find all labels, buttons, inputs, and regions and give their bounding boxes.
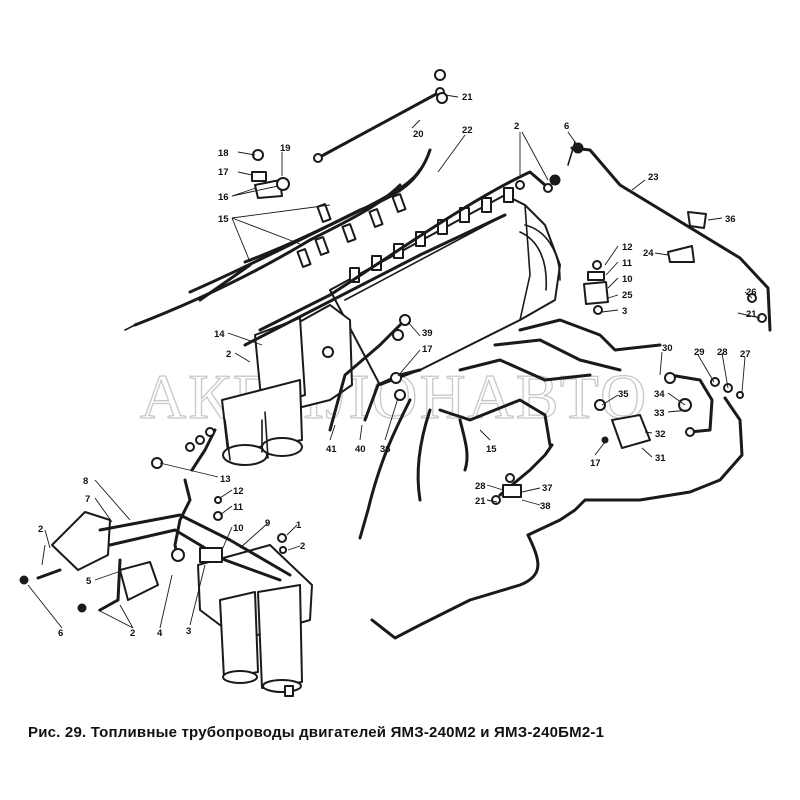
fittings — [151, 69, 767, 563]
callout-10: 10 — [233, 523, 244, 534]
callout-7: 7 — [85, 494, 90, 505]
callout-2: 2 — [226, 349, 231, 360]
callout-labels: 21 20 22 2 6 23 36 18 19 17 16 15 12 11 … — [38, 92, 757, 639]
callout-32: 32 — [655, 429, 666, 440]
callout-20: 20 — [413, 129, 424, 140]
callout-15: 15 — [218, 214, 229, 225]
callout-14: 14 — [214, 329, 225, 340]
callout-21: 21 — [475, 496, 486, 507]
callout-17: 17 — [590, 458, 601, 469]
callout-35: 35 — [618, 389, 629, 400]
callout-26: 26 — [746, 287, 757, 298]
callout-17: 17 — [422, 344, 433, 355]
callout-8: 8 — [83, 476, 88, 487]
callout-24: 24 — [643, 248, 654, 259]
callout-2: 2 — [300, 541, 305, 552]
callout-29: 29 — [694, 347, 705, 358]
callout-1: 1 — [296, 520, 302, 531]
callout-33: 33 — [654, 408, 665, 419]
hand-priming-pump — [19, 511, 159, 613]
callout-5: 5 — [86, 576, 92, 587]
callout-28: 28 — [475, 481, 486, 492]
callout-15: 15 — [486, 444, 497, 455]
callout-38: 38 — [540, 501, 551, 512]
callout-23: 23 — [648, 172, 659, 183]
callout-12: 12 — [233, 486, 244, 497]
callout-2: 2 — [514, 121, 519, 132]
callout-21: 21 — [746, 309, 757, 320]
callout-30: 30 — [662, 343, 673, 354]
callout-34: 34 — [654, 389, 665, 400]
leader-lines — [27, 94, 761, 629]
callout-37: 37 — [542, 483, 553, 494]
callout-10: 10 — [622, 274, 633, 285]
callout-2: 2 — [38, 524, 43, 535]
callout-19: 19 — [280, 143, 291, 154]
callout-36: 36 — [380, 444, 391, 455]
callout-13: 13 — [220, 474, 231, 485]
callout-3: 3 — [622, 306, 627, 317]
callout-18: 18 — [218, 148, 229, 159]
callout-9: 9 — [265, 518, 270, 529]
callout-11: 11 — [622, 258, 633, 269]
callout-11: 11 — [233, 502, 244, 513]
callout-31: 31 — [655, 453, 666, 464]
callout-6: 6 — [564, 121, 569, 132]
figure-caption: Рис. 29. Топливные трубопроводы двигател… — [28, 724, 605, 741]
fuel-pump-body — [329, 187, 561, 386]
callout-25: 25 — [622, 290, 633, 301]
callout-28: 28 — [717, 347, 728, 358]
callout-40: 40 — [355, 444, 366, 455]
coarse-fuel-filter — [197, 544, 313, 697]
callout-4: 4 — [157, 628, 163, 639]
fine-fuel-filter — [221, 304, 353, 466]
callout-16: 16 — [218, 192, 229, 203]
callout-36: 36 — [725, 214, 736, 225]
callout-6: 6 — [58, 628, 63, 639]
callout-17: 17 — [218, 167, 229, 178]
callout-41: 41 — [326, 444, 337, 455]
callout-12: 12 — [622, 242, 633, 253]
callout-3: 3 — [186, 626, 191, 637]
callout-39: 39 — [422, 328, 433, 339]
callout-2: 2 — [130, 628, 135, 639]
callout-21: 21 — [462, 92, 473, 103]
callout-22: 22 — [462, 125, 473, 136]
callout-27: 27 — [740, 349, 751, 360]
injector-nozzles — [296, 193, 407, 268]
